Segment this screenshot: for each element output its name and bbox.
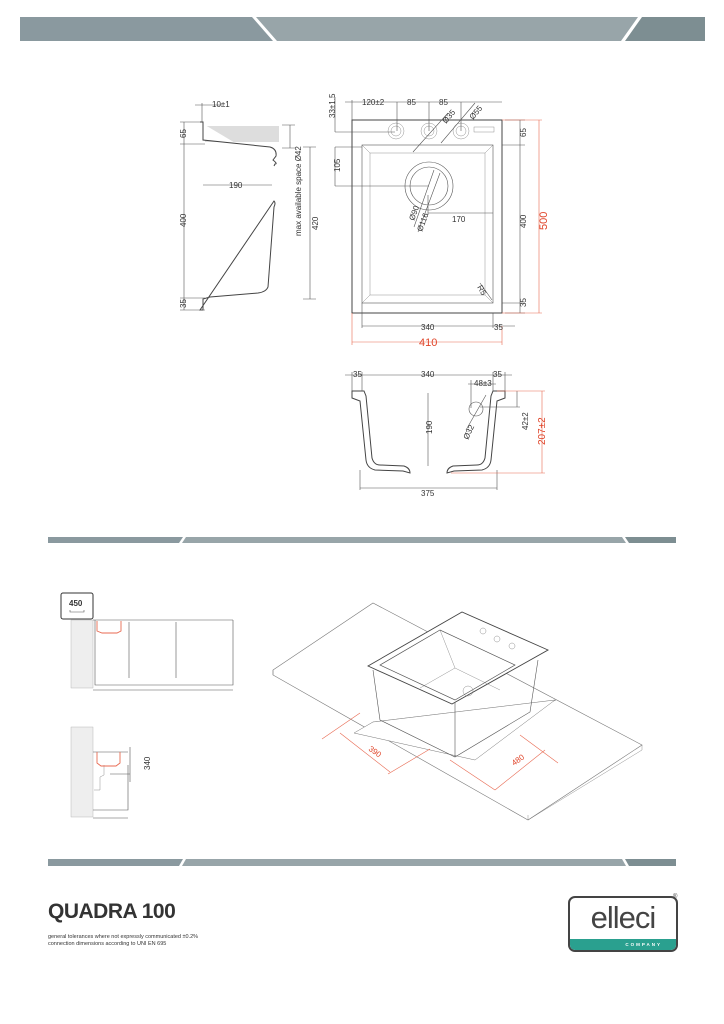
cabinet-width-450: 450 (69, 599, 83, 608)
dim-120: 120±2 (362, 98, 385, 107)
note-line: connection dimensions according to UNI E… (48, 941, 167, 947)
overflow-32: Ø32 (462, 423, 477, 441)
dim-bottom: 35 (179, 299, 188, 308)
dim-total-500: 500 (538, 212, 550, 230)
dim-right-65: 65 (519, 128, 528, 137)
dim-width-340: 340 (421, 370, 435, 379)
dim-total-410: 410 (419, 337, 437, 349)
logo-word: elleci (590, 900, 657, 935)
dim-105: 105 (333, 158, 342, 172)
hole-55: Ø55 (468, 103, 485, 121)
dim-right-400: 400 (519, 214, 528, 228)
dim-85b: 85 (439, 98, 448, 107)
dim-207: 207±2 (537, 417, 548, 445)
front-section-view: 35 340 35 48±3 Ø32 190 42±2 207±2 375 (345, 370, 548, 498)
dim-48: 48±3 (474, 379, 492, 388)
dim-rim: 65 (179, 129, 188, 138)
logo-subtitle: COMPANY (570, 939, 676, 950)
dim-170: 170 (452, 215, 466, 224)
dim-right-35: 35 (519, 298, 528, 307)
divider-bar (48, 859, 676, 866)
dim-left-35: 35 (353, 370, 362, 379)
cutout-390: 390 (367, 744, 384, 759)
dim-top-tolerance: 10±1 (212, 100, 230, 109)
side-section-view: 10±1 65 400 35 190 max available space Ø… (179, 100, 320, 311)
dim-bottom-340: 340 (421, 323, 435, 332)
dim-340: 340 (143, 756, 152, 770)
divider-bar (48, 537, 676, 543)
tolerance-notes: general tolerances where not expressly c… (48, 934, 198, 948)
registered-mark: ® (673, 894, 678, 900)
max-space-label: max available space Ø42 (294, 146, 303, 236)
cabinet-diagram: 450 (60, 592, 234, 691)
dim-total: 420 (311, 216, 320, 230)
dim-33: 33±1.5 (328, 93, 337, 118)
dim-bottom-35: 35 (494, 323, 503, 332)
dim-85a: 85 (407, 98, 416, 107)
dim-42: 42±2 (521, 412, 530, 430)
dim-depth: 400 (179, 213, 188, 227)
top-plan-view: 33±1.5 120±2 85 85 Ø35 Ø55 105 Ø90 Ø116 … (328, 93, 550, 349)
dim-inner: 190 (229, 181, 243, 190)
dim-190: 190 (425, 420, 434, 434)
top-banner (20, 17, 705, 41)
height-diagram: 340 (70, 726, 152, 819)
isometric-view: 390 480 (272, 602, 643, 821)
dim-375: 375 (421, 489, 435, 498)
product-title: QUADRA 100 (48, 900, 176, 923)
dim-right-35: 35 (493, 370, 502, 379)
elleci-logo: elleci COMPANY (568, 896, 678, 952)
note-line: general tolerances where not expressly c… (48, 934, 199, 940)
